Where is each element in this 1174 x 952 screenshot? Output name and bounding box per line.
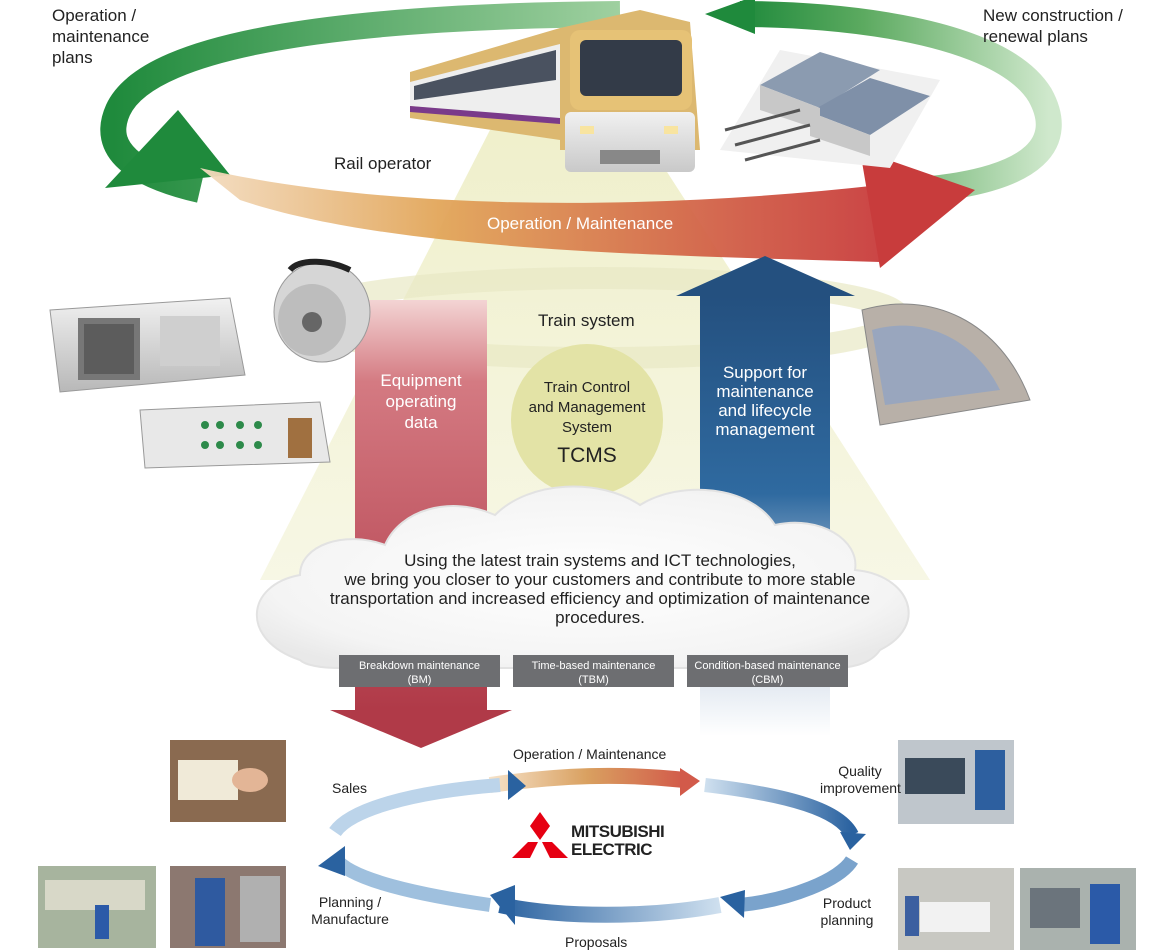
tag-breakdown-maintenance: Breakdown maintenance (BM) [339,655,500,687]
photo-sales [170,740,286,822]
top-right-label: New construction / renewal plans [983,6,1123,46]
inverter-illustration [49,297,246,393]
roof-equipment-illustration [720,50,940,168]
lower-cycle-quality-label: Quality improvement [820,763,901,796]
operation-band [200,168,880,262]
tag-time-based-maintenance: Time-based maintenance (TBM) [513,655,674,687]
cloud-text: Using the latest train systems and ICT t… [329,551,871,627]
lower-cycle [318,767,866,925]
logo-line1: MITSUBISHI [571,822,665,841]
green-arrowhead-left [105,110,230,188]
rail-operator-label: Rail operator [334,154,432,173]
roof-cover-illustration [861,303,1031,426]
control-rack-illustration [139,401,331,469]
photo-factory-1 [38,866,156,948]
photo-planning-2 [1020,868,1136,950]
support-arrowhead [676,256,855,296]
cloud [255,485,910,669]
mitsubishi-logo-mark [512,812,568,858]
left-arrow-label: Equipment operating data [380,371,462,432]
top-left-label: Operation / maintenance plans [52,6,150,67]
operation-band-arrowhead [860,150,975,268]
tag-condition-based-maintenance: Condition-based maintenance (CBM) [687,655,848,687]
train-system-label: Train system [538,311,635,330]
logo-line2: ELECTRIC [571,840,653,859]
photo-factory-2 [170,866,286,948]
train-illustration [410,10,700,172]
photo-quality [898,740,1014,824]
lower-cycle-planning-label: Planning / Manufacture [311,894,389,927]
lower-cycle-sales-label: Sales [332,780,368,796]
outer-band-label: Operation / Maintenance [487,214,674,233]
motor-illustration [273,258,371,363]
lower-cycle-proposals-label: Proposals [565,934,628,950]
lower-cycle-product-label: Product planning [820,895,874,928]
equipment-data-arrowhead [330,710,512,748]
tcms-full-name: Train Control and Management System [528,379,646,436]
green-loop-right [739,1,1062,203]
green-arrowhead-right [705,0,755,34]
right-arrow-label: Support for maintenance and lifecycle ma… [715,363,815,439]
photo-planning-1 [898,868,1014,950]
lower-cycle-top-label: Operation / Maintenance [513,746,667,762]
tcms-abbr: TCMS [557,444,617,467]
tcms-circle [511,344,663,496]
